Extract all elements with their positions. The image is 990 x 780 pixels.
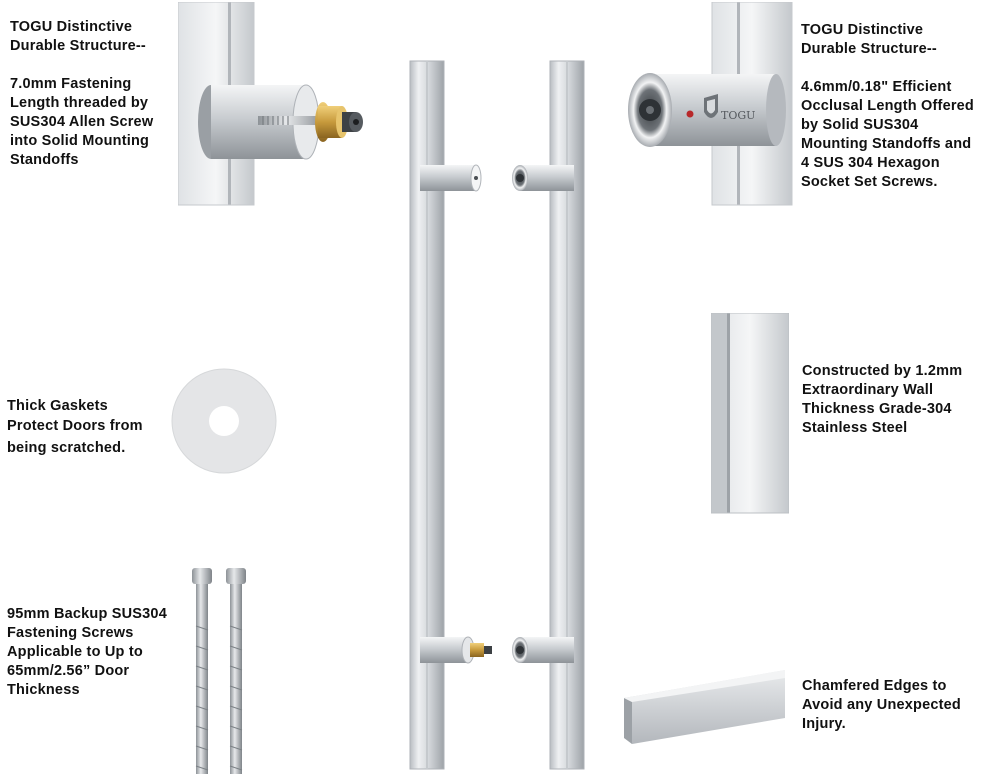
callout-line: Thick Gaskets bbox=[7, 398, 108, 414]
backup-screws bbox=[186, 566, 256, 778]
pull-handle-pair bbox=[400, 55, 600, 775]
callout-line: 95mm Backup SUS304 bbox=[7, 606, 167, 622]
callout-line: 7.0mm Fastening bbox=[10, 76, 132, 92]
callout-line: SUS304 Allen Screw bbox=[10, 114, 154, 130]
callout-line: Standoffs bbox=[10, 152, 79, 168]
callout-line: 4.6mm/0.18" Efficient bbox=[801, 79, 952, 95]
callout-line: Protect Doors from bbox=[7, 418, 143, 434]
callout-line: Avoid any Unexpected bbox=[802, 697, 961, 713]
callout-line: into Solid Mounting bbox=[10, 133, 150, 149]
callout-line: Thickness Grade-304 bbox=[802, 401, 952, 417]
callout-line: Extraordinary Wall bbox=[802, 382, 934, 398]
chamfered-edge-closeup bbox=[622, 668, 787, 748]
callout-heading: Durable Structure-- bbox=[801, 41, 937, 57]
callout-line: Length threaded by bbox=[10, 95, 149, 111]
brand-mark: TOGU bbox=[721, 109, 755, 122]
callout-line: Occlusal Length Offered bbox=[801, 98, 974, 114]
callout-fastening-length: TOGU Distinctive Durable Structure-- 7.0… bbox=[10, 18, 175, 170]
callout-line: 4 SUS 304 Hexagon bbox=[801, 155, 940, 171]
callout-line: Applicable to Up to bbox=[7, 644, 143, 660]
callout-line: Chamfered Edges to bbox=[802, 678, 947, 694]
callout-line: Thickness bbox=[7, 682, 80, 698]
callout-line: Injury. bbox=[802, 716, 846, 732]
callout-line: 65mm/2.56” Door bbox=[7, 663, 130, 679]
callout-heading: Durable Structure-- bbox=[10, 38, 146, 54]
callout-line: Constructed by 1.2mm bbox=[802, 363, 963, 379]
callout-line: Stainless Steel bbox=[802, 420, 908, 436]
gasket-washer bbox=[170, 367, 278, 475]
callout-chamfered-edges: Chamfered Edges to Avoid any Unexpected … bbox=[802, 677, 987, 734]
callout-occlusal-length: TOGU Distinctive Durable Structure-- 4.6… bbox=[801, 21, 990, 192]
callout-heading: TOGU Distinctive bbox=[801, 22, 924, 38]
callout-line: Fastening Screws bbox=[7, 625, 134, 641]
callout-line: Socket Set Screws. bbox=[801, 174, 938, 190]
callout-wall-thickness: Constructed by 1.2mm Extraordinary Wall … bbox=[802, 362, 987, 438]
callout-line: Mounting Standoffs and bbox=[801, 136, 972, 152]
callout-heading: TOGU Distinctive bbox=[10, 19, 133, 35]
standoff-closeup bbox=[178, 2, 373, 207]
callout-line: by Solid SUS304 bbox=[801, 117, 919, 133]
standoff-endcap-closeup: TOGU bbox=[624, 2, 794, 207]
tube-wall-closeup bbox=[711, 313, 789, 515]
callout-gaskets: Thick Gaskets Protect Doors from being s… bbox=[7, 396, 172, 458]
callout-backup-screws: 95mm Backup SUS304 Fastening Screws Appl… bbox=[7, 605, 182, 700]
callout-line: being scratched. bbox=[7, 440, 126, 456]
